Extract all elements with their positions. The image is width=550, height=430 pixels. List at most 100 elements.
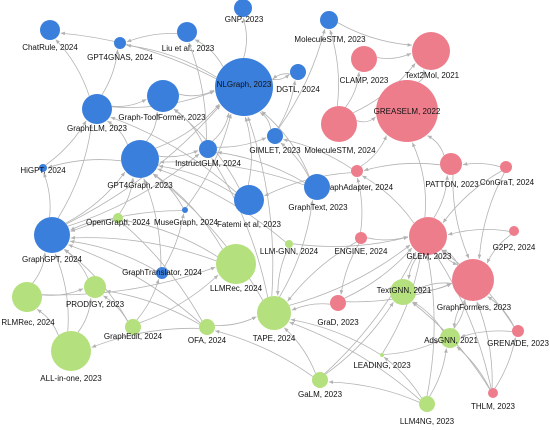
edge-llm4ng-to-leading [383,356,422,399]
node-circle-glem[interactable] [409,217,447,255]
node-circle-llm-gnn[interactable] [285,240,293,248]
node-gpt4gnas[interactable]: GPT4GNAS, 2024 [87,37,153,62]
node-circle-graphllm[interactable] [82,94,112,124]
node-circle-moleculestm-top[interactable] [320,11,338,29]
node-circle-gpt4graph[interactable] [121,140,159,178]
node-moleculestm-mid[interactable]: MoleculeSTM, 2024 [304,106,376,155]
node-circle-textgnn[interactable] [390,279,416,305]
node-textgnn[interactable]: TextGNN, 2021 [377,279,432,305]
node-circle-llm4ng[interactable] [419,396,435,412]
node-graphformers[interactable]: GraphFormers, 2023 [437,259,512,312]
node-circle-rlmrec[interactable] [12,282,42,312]
node-moleculestm-top[interactable]: MoleculeSTM, 2023 [294,11,366,44]
node-leading[interactable]: LEADING, 2023 [353,353,411,370]
node-graphllm[interactable]: GraphLLM, 2023 [67,94,128,133]
node-circle-graphtext[interactable] [304,174,330,200]
node-circle-graphtranslator[interactable] [156,267,168,279]
node-grad[interactable]: GraD, 2023 [317,295,359,327]
edge-graphtext-to-gpt4graph [159,160,305,186]
node-llm4ng[interactable]: LLM4NG, 2023 [400,396,455,426]
node-graph-toolformer[interactable]: Graph-ToolFormer, 2023 [118,80,206,122]
node-patton[interactable]: PATTON, 2023 [425,153,479,189]
node-circle-ofa[interactable] [199,319,215,335]
node-nlgraph[interactable]: NLGraph, 2023 [215,58,273,116]
node-circle-patton[interactable] [440,153,462,175]
node-circle-tape[interactable] [257,296,291,330]
node-circle-liu[interactable] [177,22,197,42]
node-circle-thlm[interactable] [488,388,498,398]
node-musegraph[interactable]: MuseGraph, 2024 [154,207,219,227]
node-ofa[interactable]: OFA, 2024 [188,319,227,345]
node-engine[interactable]: ENGINE, 2024 [335,232,388,256]
node-graphtext[interactable]: GraphText, 2023 [288,174,348,212]
node-circle-moleculestm-mid[interactable] [321,106,357,142]
node-circle-graphgpt[interactable] [34,217,70,253]
node-circle-graphedit[interactable] [125,319,141,335]
node-congrat[interactable]: ConGraT, 2024 [480,161,535,187]
node-circle-chatrule[interactable] [40,20,60,40]
node-circle-g2p2[interactable] [509,226,519,236]
node-circle-clamp[interactable] [351,46,377,72]
edge-gpt4graph-to-graphllm [107,120,128,145]
node-llmrec[interactable]: LLMRec, 2024 [210,244,263,293]
node-circle-graphadapter[interactable] [351,165,363,177]
node-label-gimlet: GIMLET, 2023 [249,146,301,155]
node-circle-opengraph[interactable] [113,213,123,223]
node-grenade[interactable]: GRENADE, 2023 [487,325,549,348]
node-circle-gnp[interactable] [234,0,252,17]
node-circle-leading[interactable] [380,353,384,357]
node-g2p2[interactable]: G2P2, 2024 [493,226,536,252]
node-clamp[interactable]: CLAMP, 2023 [340,46,389,85]
node-circle-prodigy[interactable] [84,276,106,298]
node-circle-graphformers[interactable] [452,259,494,301]
node-circle-llmrec[interactable] [216,244,256,284]
node-liu[interactable]: Liu et al., 2023 [162,22,215,53]
node-gnp[interactable]: GNP, 2023 [225,0,264,24]
node-greaselm[interactable]: GREASELM, 2022 [374,80,441,142]
node-llm-gnn[interactable]: LLM-GNN, 2024 [260,240,319,256]
node-tape[interactable]: TAPE, 2024 [253,296,296,343]
node-circle-congrat[interactable] [500,161,512,173]
node-graphadapter[interactable]: GraphAdapter, 2024 [321,165,394,192]
node-text2mol[interactable]: Text2Mol, 2021 [405,32,460,80]
node-graphedit[interactable]: GraphEdit, 2024 [104,319,163,341]
node-circle-engine[interactable] [355,232,367,244]
node-circle-galm[interactable] [312,372,328,388]
node-circle-gimlet[interactable] [267,128,283,144]
node-galm[interactable]: GaLM, 2023 [298,372,343,399]
node-instructglm[interactable]: InstructGLM, 2024 [175,140,241,168]
node-circle-instructglm[interactable] [199,140,217,158]
node-adsgnn[interactable]: AdsGNN, 2021 [424,328,478,348]
node-circle-higpt[interactable] [39,164,47,172]
node-rlmrec[interactable]: RLMRec, 2024 [1,282,55,327]
node-all-in-one[interactable]: ALL-in-one, 2023 [40,331,102,383]
node-higpt[interactable]: HiGPT, 2024 [20,164,66,175]
node-chatrule[interactable]: ChatRule, 2024 [22,20,78,52]
node-gpt4graph[interactable]: GPT4Graph, 2023 [107,140,173,190]
node-circle-all-in-one[interactable] [51,331,91,371]
node-thlm[interactable]: THLM, 2023 [471,388,516,411]
node-graphtranslator[interactable]: GraphTranslator, 2024 [122,267,202,279]
node-label-ofa: OFA, 2024 [188,336,227,345]
node-fatemi[interactable]: Fatemi et al, 2023 [217,185,282,229]
edge-graphtranslator-to-graphgpt [69,239,157,272]
node-circle-graph-toolformer[interactable] [147,80,179,112]
node-circle-adsgnn[interactable] [440,328,460,348]
node-circle-grad[interactable] [330,295,346,311]
node-circle-text2mol[interactable] [412,32,450,70]
node-circle-fatemi[interactable] [234,185,264,215]
node-circle-nlgraph[interactable] [215,58,273,116]
node-dgtl[interactable]: DGTL, 2024 [276,64,320,94]
node-circle-gpt4gnas[interactable] [114,37,126,49]
edge-llm-gnn-to-glem [292,236,409,247]
node-prodigy[interactable]: PRODIGY, 2023 [66,276,125,309]
node-graphgpt[interactable]: GraphGPT, 2024 [22,217,83,264]
node-circle-greaselm[interactable] [376,80,438,142]
node-circle-grenade[interactable] [512,325,524,337]
node-opengraph[interactable]: OpenGraph, 2024 [86,213,151,227]
node-circle-dgtl[interactable] [290,64,306,80]
node-circle-musegraph[interactable] [182,207,188,213]
node-glem[interactable]: GLEM, 2023 [407,217,452,261]
node-gimlet[interactable]: GIMLET, 2023 [249,128,301,155]
